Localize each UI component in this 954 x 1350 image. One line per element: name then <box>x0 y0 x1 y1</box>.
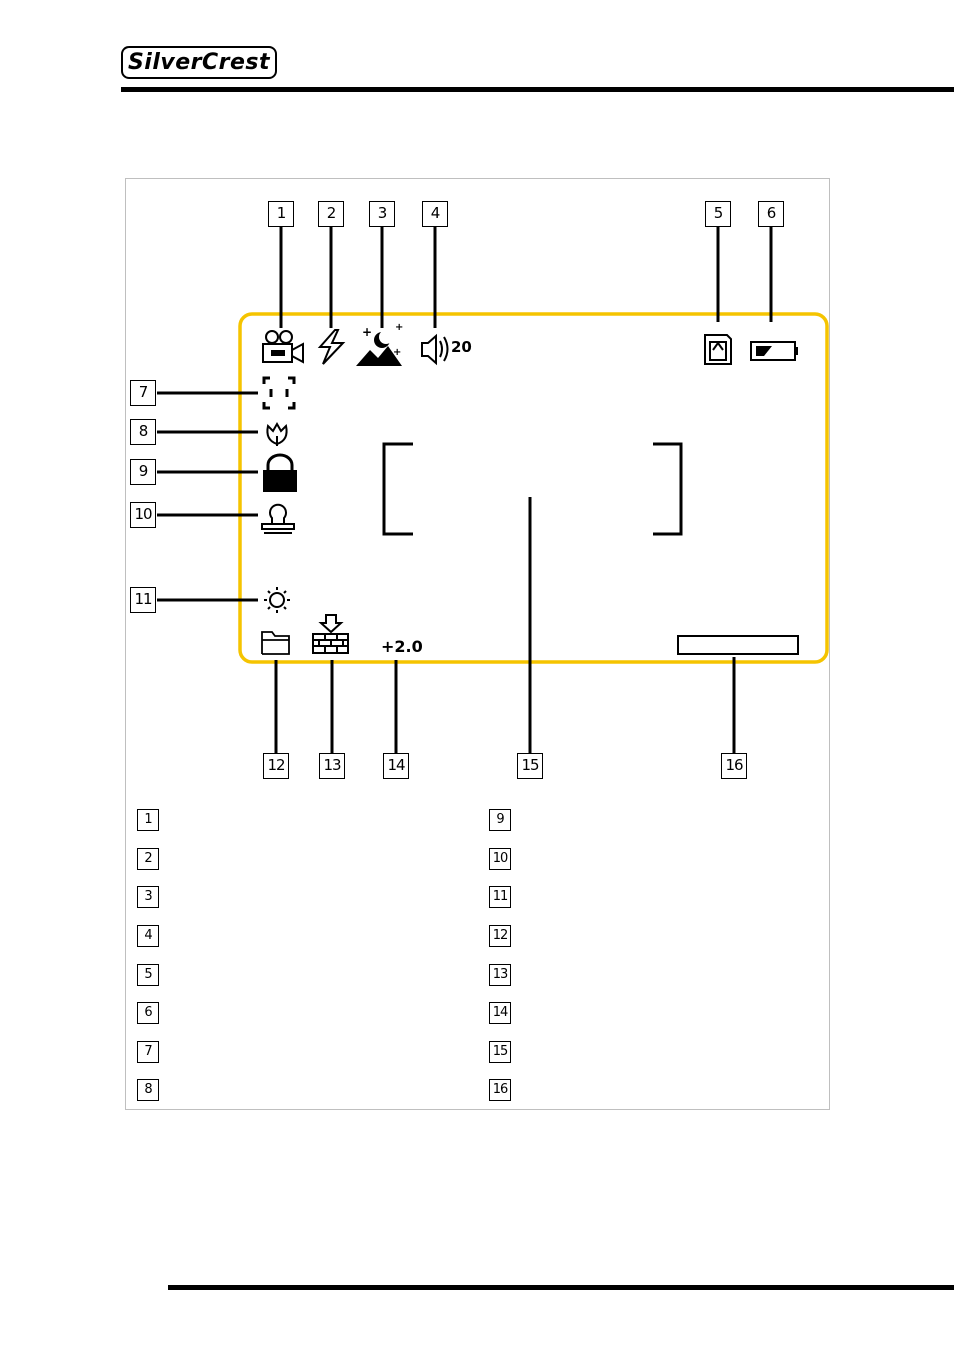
footer-rule <box>168 1285 954 1290</box>
legend-item: 7 <box>137 1041 159 1063</box>
legend-item: 14 <box>489 1002 511 1024</box>
callout-5: 5 <box>705 201 731 227</box>
legend-item: 10 <box>489 848 511 870</box>
lock-icon <box>263 453 297 492</box>
legend-item: 9 <box>489 809 511 831</box>
legend-item: 13 <box>489 964 511 986</box>
callout-15: 15 <box>517 753 543 779</box>
battery-icon <box>750 341 798 361</box>
legend-item: 8 <box>137 1079 159 1101</box>
callout-1: 1 <box>268 201 294 227</box>
night-scene-icon: + + + <box>356 322 403 366</box>
stamp-icon <box>261 503 295 534</box>
folder-icon <box>261 631 290 655</box>
legend-item: 12 <box>489 925 511 947</box>
callout-16: 16 <box>721 753 747 779</box>
video-camera-icon <box>262 330 304 364</box>
callout-4: 4 <box>422 201 448 227</box>
callout-11: 11 <box>130 587 156 613</box>
callout-14: 14 <box>383 753 409 779</box>
volume-value: 20 <box>451 338 472 356</box>
callout-13: 13 <box>319 753 345 779</box>
legend-item: 11 <box>489 886 511 908</box>
svg-text:+: + <box>395 322 403 333</box>
white-balance-sun-icon <box>264 587 290 613</box>
legend-item: 1 <box>137 809 159 831</box>
brand-logo: SilverCrest <box>121 46 277 79</box>
sd-card-icon <box>704 334 732 365</box>
svg-text:+: + <box>362 325 372 339</box>
status-bar <box>677 635 799 655</box>
display-diagram-frame <box>125 178 830 1110</box>
focus-bracket-frame <box>382 442 683 536</box>
callout-9: 9 <box>130 459 156 485</box>
callout-2: 2 <box>318 201 344 227</box>
callout-6: 6 <box>758 201 784 227</box>
quality-icon <box>312 614 349 654</box>
focus-area-icon <box>262 376 296 410</box>
callout-8: 8 <box>130 419 156 445</box>
callout-12: 12 <box>263 753 289 779</box>
leader-lines <box>157 227 773 754</box>
legend-item: 15 <box>489 1041 511 1063</box>
legend-item: 2 <box>137 848 159 870</box>
macro-flower-icon <box>266 421 288 446</box>
callout-7: 7 <box>130 380 156 406</box>
legend-item: 4 <box>137 925 159 947</box>
lcd-screen-outline <box>238 312 829 664</box>
legend-item: 5 <box>137 964 159 986</box>
speaker-icon <box>421 333 449 366</box>
legend-item: 3 <box>137 886 159 908</box>
exposure-value: +2.0 <box>381 637 423 656</box>
header-rule <box>121 87 954 92</box>
legend-item: 16 <box>489 1079 511 1101</box>
callout-3: 3 <box>369 201 395 227</box>
legend-item: 6 <box>137 1002 159 1024</box>
callout-10: 10 <box>130 502 156 528</box>
svg-text:+: + <box>393 347 401 358</box>
flash-icon <box>317 329 346 365</box>
